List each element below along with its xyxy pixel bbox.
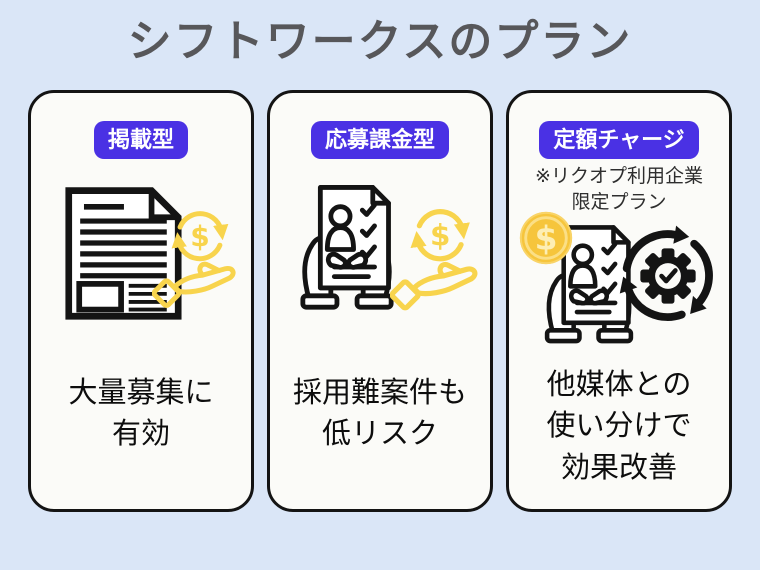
dollar-symbol: $ [190, 220, 210, 253]
resume-in-hands-icon [300, 184, 394, 310]
dollar-symbol: $ [430, 219, 450, 253]
plan-card-pay-per-application: 応募課金型 [267, 90, 493, 513]
job-posting-document-icon [65, 187, 182, 320]
process-cycle-gear-icon [619, 225, 713, 322]
posting-description: 大量募集に 有効 [68, 376, 214, 451]
gear-check [640, 248, 696, 304]
pay-per-application-icon-area: $ [278, 181, 482, 333]
plan-badge-posting: 掲載型 [93, 121, 188, 159]
plan-card-posting: 掲載型 [28, 90, 254, 513]
plan-badge-flat-charge: 定額チャージ [539, 121, 699, 159]
flat-charge-note: ※リクオプ利用企業 限定プラン [535, 165, 703, 213]
resume-in-hands-icon [544, 225, 634, 344]
dollar-symbol: $ [535, 219, 558, 258]
money-return-hand-icon: $ [152, 211, 236, 308]
plan-card-flat-charge: 定額チャージ ※リクオプ利用企業 限定プラン [506, 90, 732, 513]
plan-badge-pay-per-application: 応募課金型 [310, 121, 449, 159]
flat-charge-description: 他媒体との 使い分けで 効果改善 [546, 369, 692, 484]
dollar-coin-icon: $ [519, 212, 573, 265]
money-return-hand-icon: $ [390, 208, 478, 311]
pay-per-application-description: 採用難案件も 低リスク [292, 376, 467, 451]
plan-cards: 掲載型 [0, 90, 760, 513]
posting-icon-area: $ [39, 181, 243, 333]
page-title: シフトワークスのプラン [127, 17, 633, 66]
flat-charge-icon-area: $ [517, 212, 721, 353]
